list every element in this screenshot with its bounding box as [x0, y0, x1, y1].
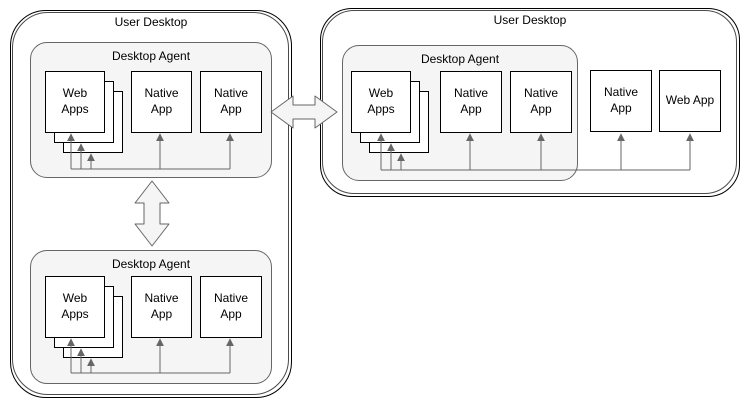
- desktop-agent-label: Desktop Agent: [111, 257, 191, 271]
- stack-back-box: [369, 91, 429, 153]
- stack-back-box: [63, 296, 123, 358]
- native-app-box: Native App: [200, 276, 262, 338]
- user-desktop-right: User Desktop Desktop Agent Web Apps Nati…: [320, 8, 740, 197]
- stack-back-box: [54, 286, 114, 348]
- native-app-box: Native App: [131, 276, 192, 338]
- stack-back-box: [63, 91, 123, 153]
- native-app-box: Native App: [510, 71, 572, 133]
- left-desktop-agent-bottom: Desktop Agent Web Apps Native App Native…: [30, 250, 272, 384]
- web-apps-box: Web Apps: [45, 71, 105, 133]
- web-apps-box: Web Apps: [351, 71, 411, 133]
- desktop-agent-label: Desktop Agent: [111, 49, 191, 63]
- native-app-box: Native App: [590, 70, 652, 132]
- native-app-box: Native App: [131, 71, 192, 133]
- user-desktop-label: User Desktop: [493, 13, 567, 27]
- desktop-agent-label: Desktop Agent: [420, 52, 500, 66]
- user-desktop-left: User Desktop Desktop Agent Web Apps Nati…: [10, 10, 292, 398]
- web-app-box: Web App: [659, 70, 721, 132]
- stack-back-box: [54, 81, 114, 143]
- left-desktop-agent-top: Desktop Agent Web Apps Native App Native…: [30, 42, 272, 178]
- stack-back-box: [360, 81, 420, 143]
- user-desktop-label: User Desktop: [114, 15, 188, 29]
- right-desktop-agent: Desktop Agent Web Apps Native App Native…: [342, 45, 578, 181]
- native-app-box: Native App: [200, 71, 262, 133]
- web-apps-box: Web Apps: [45, 276, 105, 338]
- native-app-box: Native App: [440, 71, 502, 133]
